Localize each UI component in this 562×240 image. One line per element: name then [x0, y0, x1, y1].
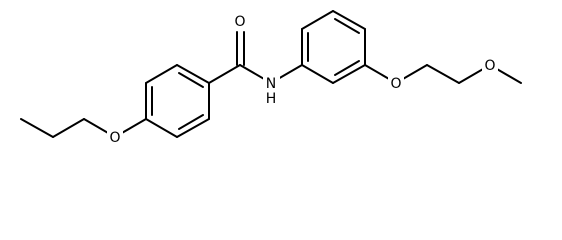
molecule-structure: O N H O O O: [20, 10, 522, 146]
ring1-bond: [176, 64, 210, 84]
ring2-inner-double-bond: [334, 18, 360, 34]
ring1-bond: [145, 118, 178, 138]
ring2-bond: [301, 10, 334, 30]
ch2-ch3-bond: [20, 118, 54, 138]
ch2-ch2-bond: [426, 64, 460, 84]
ring1-bond: [145, 64, 178, 84]
amide-hydrogen-label: H: [266, 91, 277, 107]
ring2-inner-double-bond: [334, 60, 360, 76]
ring1-inner-double-bond: [178, 114, 204, 130]
ch2-ch2-bond: [52, 118, 85, 138]
atom-labels: O N H O O O: [107, 12, 498, 146]
ring2-bond: [332, 64, 366, 84]
carbonyl-oxygen-label: O: [234, 14, 245, 30]
propoxy-oxygen-label: O: [109, 130, 120, 146]
ring1-to-carbonyl-bond: [208, 64, 241, 84]
ring2-bond: [332, 10, 366, 30]
aryl-ether-oxygen-label: O: [390, 76, 401, 92]
methoxy-oxygen-label: O: [484, 58, 495, 74]
ring2-bond: [301, 64, 334, 84]
amide-nitrogen-label: N: [266, 76, 276, 92]
ring1-bond: [176, 118, 210, 138]
ring1-inner-double-bond: [178, 72, 204, 88]
